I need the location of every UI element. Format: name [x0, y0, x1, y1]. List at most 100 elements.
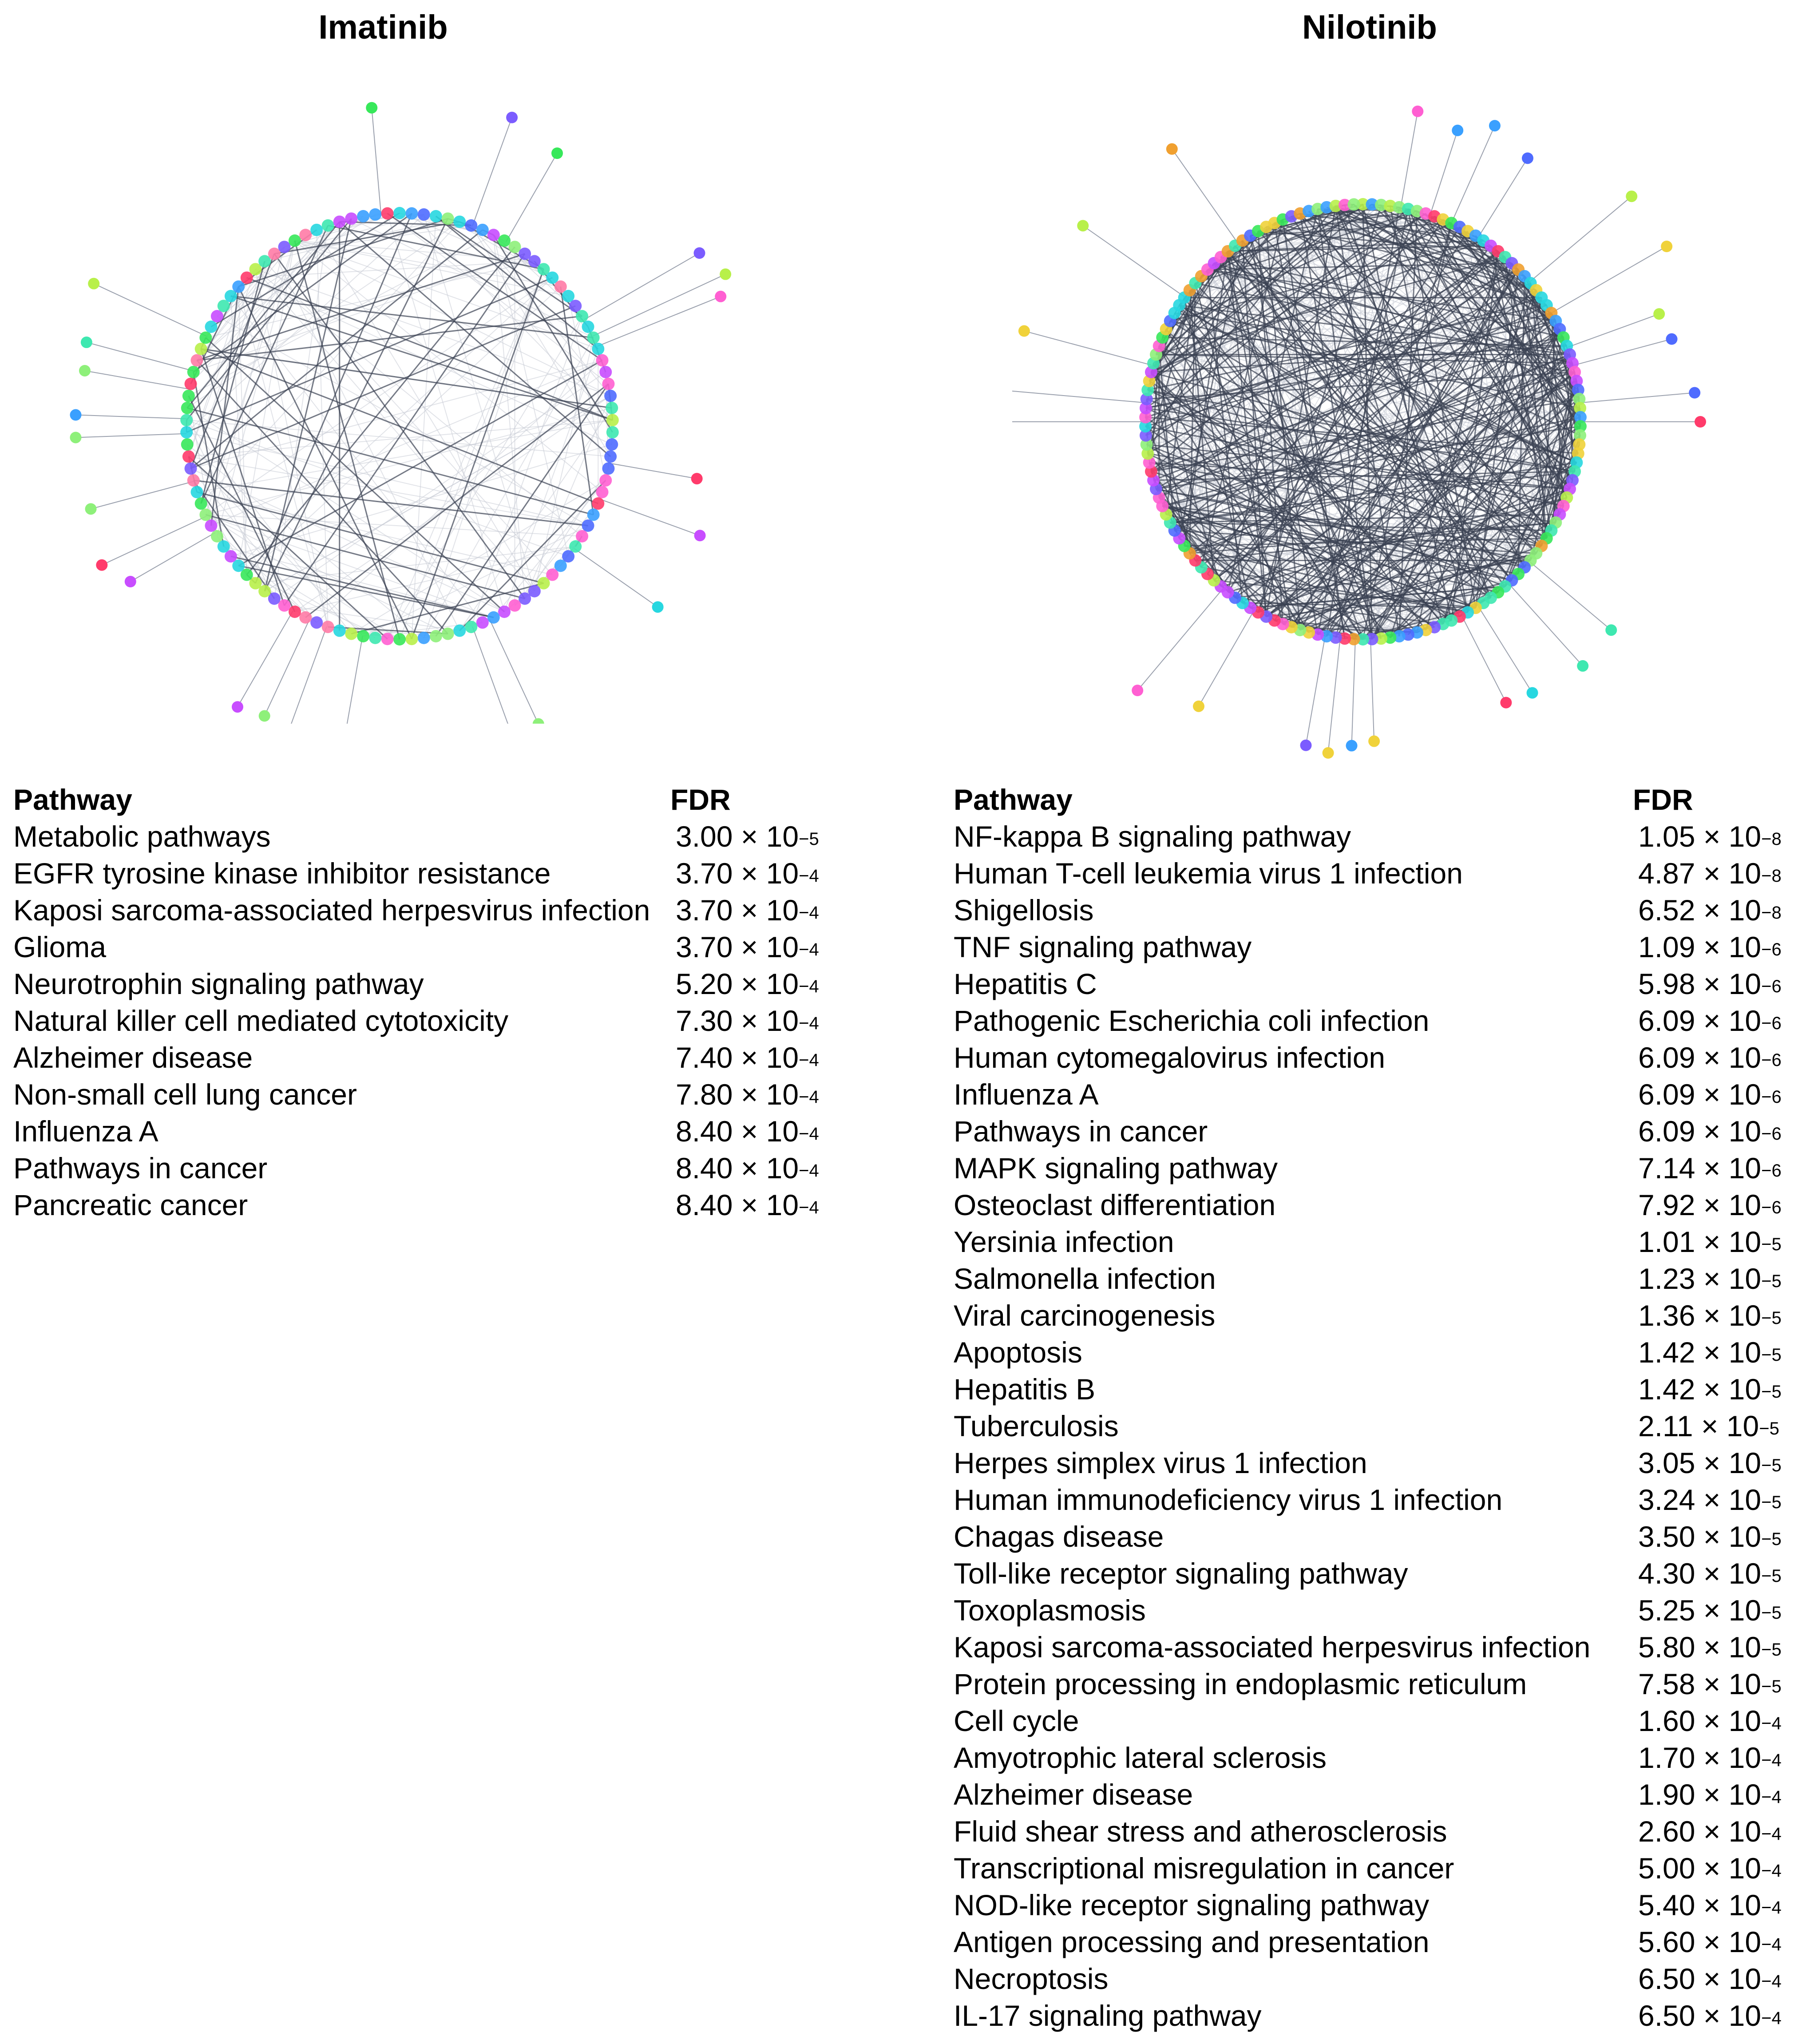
ring-node — [181, 401, 194, 414]
outlier-edge — [1171, 149, 1239, 244]
ring-node — [587, 508, 600, 521]
fdr-mantissa: 4.87 — [1638, 857, 1695, 890]
fdr-exponent: −8 — [1761, 866, 1782, 886]
fdr-mantissa: 6.50 — [1638, 1999, 1695, 2032]
outlier-node — [1521, 152, 1533, 164]
interaction-edge — [339, 221, 611, 457]
ring-node — [405, 207, 418, 220]
ring-node — [182, 389, 195, 402]
fdr-column-header: FDR — [670, 783, 731, 816]
fdr-mantissa: 6.52 — [1638, 894, 1695, 927]
ring-node — [345, 212, 358, 225]
interaction-edge — [1179, 304, 1570, 356]
interaction-edge-faint — [534, 337, 594, 591]
ring-node — [205, 519, 218, 532]
fdr-exponent: −5 — [1761, 1529, 1782, 1549]
outlier-edge — [1305, 636, 1326, 745]
pathway-name: Yersinia infection — [954, 1225, 1174, 1258]
fdr-exponent: −5 — [1759, 1419, 1779, 1438]
fdr-exponent: −4 — [1761, 1751, 1782, 1770]
outlier-edge — [130, 532, 215, 582]
pathway-name: Antigen processing and presentation — [954, 1925, 1430, 1958]
pathway-name: Osteoclast differentiation — [954, 1188, 1276, 1221]
times-sign: × 10 — [1695, 1925, 1762, 1958]
interaction-edge-faint — [197, 420, 613, 493]
fdr-mantissa: 6.50 — [1638, 1962, 1695, 1995]
fdr-value: 6.50 × 10−4 — [1638, 1961, 1782, 1997]
fdr-value: 8.40 × 10−4 — [676, 1113, 819, 1150]
interaction-edge-faint — [1442, 219, 1469, 613]
fdr-value: 1.05 × 10−8 — [1638, 818, 1782, 855]
interaction-edge — [193, 480, 275, 599]
interaction-edge-faint — [205, 514, 400, 640]
pathway-name: Necroptosis — [954, 1962, 1109, 1995]
pathway-name: Alzheimer disease — [954, 1778, 1193, 1811]
times-sign: × 10 — [733, 1115, 799, 1148]
ring-node — [508, 241, 521, 254]
ring-node — [498, 234, 511, 247]
ring-node — [258, 585, 271, 598]
outlier-edge — [1477, 158, 1528, 238]
ring-node — [278, 241, 291, 254]
interaction-edge-faint — [274, 225, 471, 254]
ring-node — [562, 289, 575, 302]
ring-node — [1375, 632, 1388, 645]
table-row: Natural killer cell mediated cytotoxicit… — [13, 1002, 848, 1039]
interaction-edge-faint — [1234, 246, 1301, 630]
ring-node — [476, 616, 489, 629]
ring-node — [429, 630, 442, 642]
fdr-mantissa: 7.80 — [676, 1078, 733, 1111]
times-sign: × 10 — [1695, 1483, 1762, 1516]
times-sign: × 10 — [1695, 967, 1762, 1000]
ring-node — [1141, 447, 1154, 460]
interaction-edge-faint — [187, 408, 505, 612]
outlier-edge — [1529, 561, 1612, 631]
fdr-mantissa: 5.25 — [1638, 1594, 1695, 1627]
ring-node — [476, 223, 489, 236]
fdr-value: 1.42 × 10−5 — [1638, 1334, 1782, 1371]
ring-node — [537, 577, 550, 590]
ring-node — [369, 208, 382, 221]
interaction-edge-faint — [294, 240, 598, 349]
table-row: Protein processing in endoplasmic reticu… — [954, 1666, 1788, 1703]
interaction-edge — [1250, 586, 1505, 609]
outlier-node — [506, 111, 518, 123]
fdr-mantissa: 8.40 — [676, 1188, 733, 1221]
interaction-edge — [411, 269, 544, 639]
interaction-edge — [1504, 257, 1548, 539]
fdr-mantissa: 6.09 — [1638, 1078, 1695, 1111]
interaction-edge-faint — [211, 360, 602, 526]
nilotinib-interaction-network — [1012, 105, 1706, 759]
fdr-exponent: −5 — [1761, 1677, 1782, 1696]
times-sign: × 10 — [1695, 1152, 1762, 1184]
interaction-edge-faint — [524, 396, 611, 599]
ring-node — [453, 624, 466, 637]
fdr-exponent: −6 — [1761, 1124, 1782, 1144]
fdr-mantissa: 1.09 — [1638, 931, 1695, 963]
outlier-node — [1412, 105, 1424, 117]
interaction-edge — [210, 212, 400, 328]
ring-node — [321, 219, 334, 232]
interaction-edge — [1234, 245, 1513, 581]
interaction-edge — [1152, 363, 1222, 587]
outlier-edge — [1198, 610, 1255, 707]
outlier-node — [232, 701, 243, 713]
interaction-edge-faint — [255, 269, 582, 537]
fdr-value: 7.80 × 10−4 — [676, 1076, 819, 1113]
times-sign: × 10 — [733, 894, 799, 927]
interaction-edge — [1371, 204, 1580, 400]
times-sign: × 10 — [1695, 1225, 1762, 1258]
interaction-edge — [1234, 230, 1469, 598]
times-sign: × 10 — [1695, 1520, 1762, 1553]
ring-node — [606, 426, 619, 439]
pathway-name: MAPK signaling pathway — [954, 1152, 1278, 1184]
interaction-edge — [1300, 213, 1484, 242]
interaction-edge — [1490, 246, 1552, 531]
table-row: Kaposi sarcoma-associated herpesvirus in… — [954, 1629, 1788, 1666]
ring-node — [1338, 198, 1351, 211]
outlier-edge — [75, 414, 187, 420]
outlier-edge — [1327, 638, 1341, 753]
